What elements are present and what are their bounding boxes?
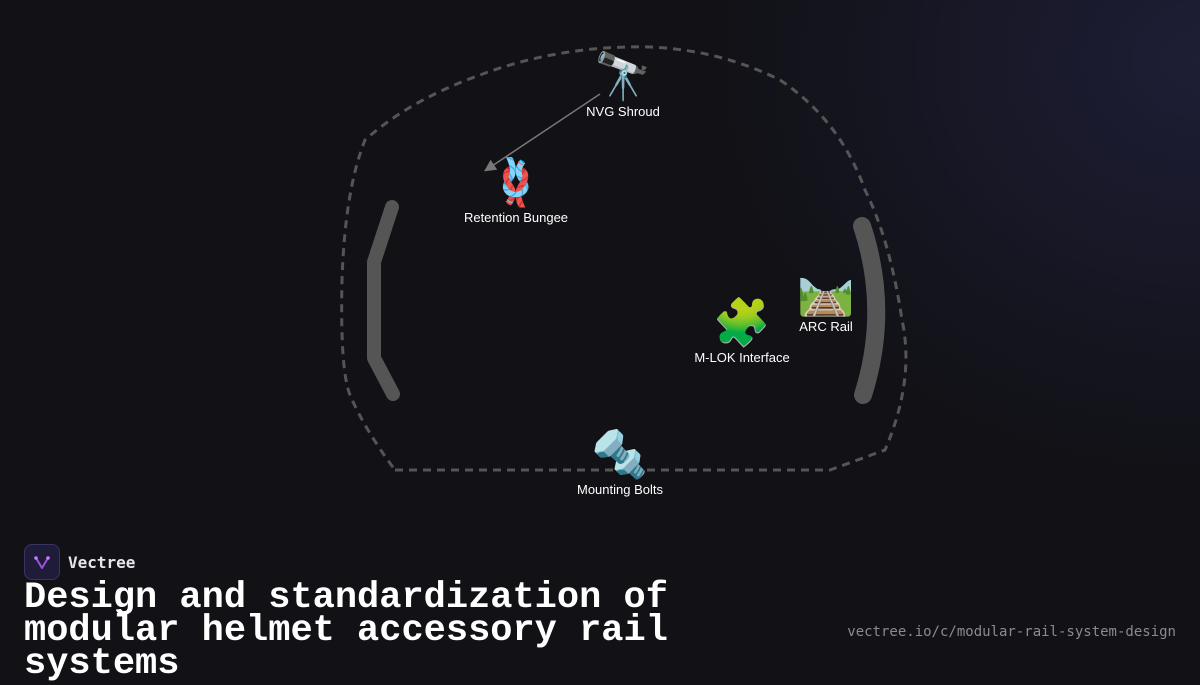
knot-icon: 🪢 (487, 155, 545, 209)
puzzle-piece-icon: 🧩 (713, 295, 771, 349)
brand-name: Vectree (68, 552, 136, 572)
node-arc-rail: 🛤️ ARC Rail (778, 265, 874, 335)
node-label: Mounting Bolts (577, 482, 663, 497)
node-retention-bungee: 🪢 Retention Bungee (446, 156, 586, 226)
railway-track-icon: 🛤️ (797, 264, 855, 318)
brand[interactable]: Vectree (24, 544, 135, 580)
node-nvg-shroud: 🔭 NVG Shroud (573, 50, 673, 120)
nut-and-bolt-icon: 🔩 (591, 427, 649, 481)
helmet-outline (340, 45, 908, 472)
node-mounting-bolts: 🔩 Mounting Bolts (565, 428, 675, 498)
page-title: Design and standardization of modular he… (24, 577, 668, 685)
vectree-logo-icon (24, 544, 60, 580)
node-label: M-LOK Interface (694, 350, 790, 365)
left-side-rail (367, 200, 400, 401)
node-label: ARC Rail (799, 319, 853, 334)
node-label: NVG Shroud (586, 104, 660, 119)
page-url[interactable]: vectree.io/c/modular-rail-system-design (847, 624, 1176, 640)
telescope-icon: 🔭 (594, 49, 652, 103)
node-m-lok-interface: 🧩 M-LOK Interface (682, 296, 802, 366)
right-side-rail (853, 217, 886, 404)
edge-nvg-to-bungee (484, 93, 601, 172)
node-label: Retention Bungee (463, 210, 569, 225)
